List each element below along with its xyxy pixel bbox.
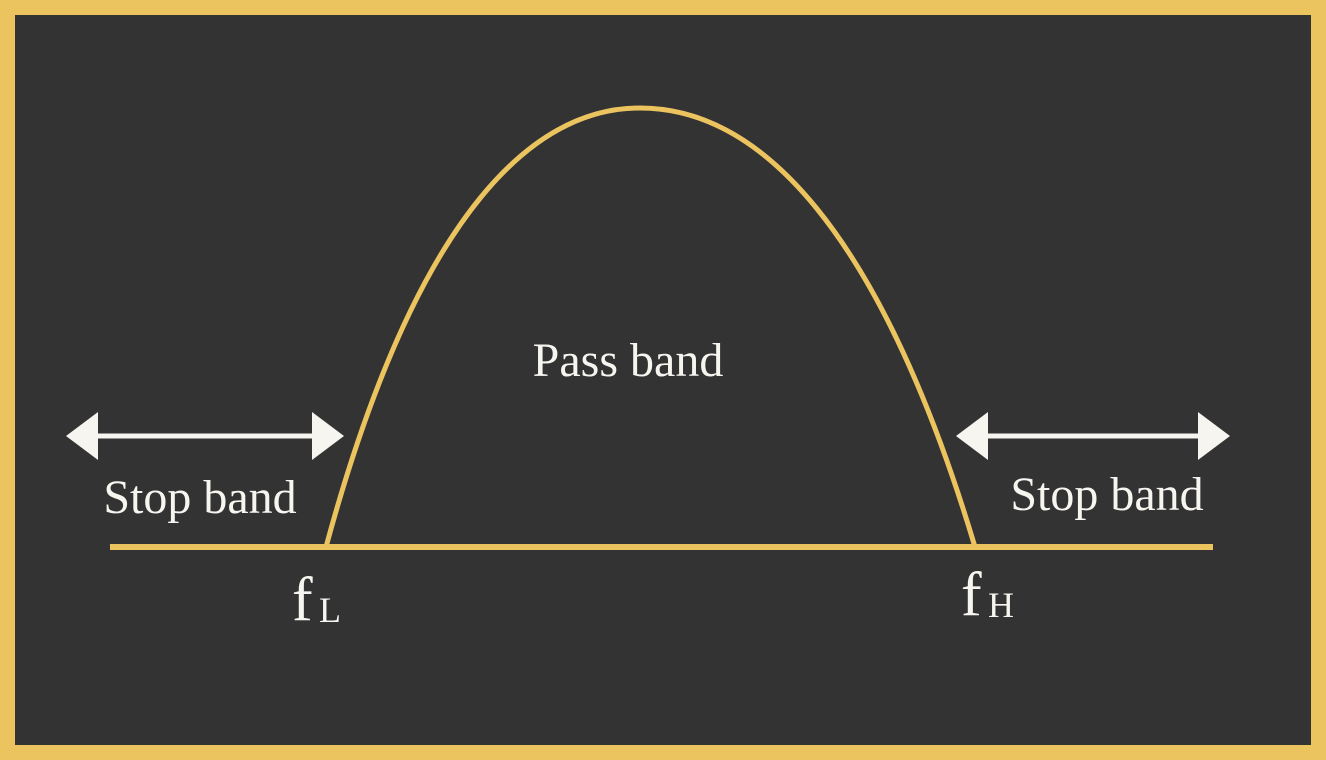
f-high-base: f bbox=[961, 561, 982, 629]
stop-band-left-label: Stop band bbox=[103, 471, 296, 524]
pass-band-label: Pass band bbox=[533, 334, 724, 387]
stop-band-right-arrow-icon bbox=[956, 412, 1230, 460]
f-low-base: f bbox=[292, 566, 313, 634]
pass-band-curve bbox=[323, 105, 978, 550]
f-high-label: f H bbox=[961, 561, 1014, 629]
stop-band-right-label: Stop band bbox=[1010, 468, 1203, 521]
f-high-subscript: H bbox=[988, 585, 1014, 625]
f-low-label: f L bbox=[292, 566, 341, 634]
stop-band-left-arrow-icon bbox=[66, 412, 344, 460]
f-low-subscript: L bbox=[319, 590, 341, 630]
